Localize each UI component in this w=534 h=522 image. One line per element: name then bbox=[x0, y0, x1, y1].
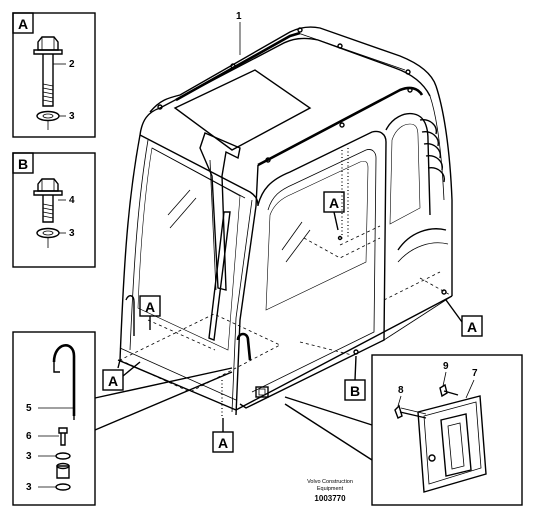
door-handle-plate-icon bbox=[417, 395, 487, 493]
inset-b-frame bbox=[12, 152, 96, 268]
washer-icon bbox=[55, 483, 71, 491]
ref-a-left-bottom: A bbox=[102, 361, 141, 391]
callout-2: 2 bbox=[69, 59, 75, 70]
ref-a-rear: A bbox=[445, 299, 483, 337]
bolt-head-icon bbox=[37, 178, 59, 192]
inset-handle-bar: 5 6 3 3 bbox=[12, 331, 233, 506]
ref-a-center: A bbox=[212, 418, 234, 453]
windshield bbox=[137, 147, 241, 351]
door-handle-grip bbox=[440, 413, 472, 477]
callout-4: 4 bbox=[69, 195, 75, 206]
roof-hatch bbox=[173, 69, 312, 151]
inset-door-handle: 8 9 7 bbox=[284, 354, 523, 506]
washer-icon bbox=[36, 227, 60, 239]
svg-text:B: B bbox=[350, 383, 360, 399]
handle-pin-icon bbox=[439, 383, 448, 398]
callout-1: 1 bbox=[236, 11, 242, 22]
screw-icon bbox=[58, 427, 68, 434]
callout-3-inset-b: 3 bbox=[69, 228, 75, 239]
callout-5: 5 bbox=[26, 403, 32, 414]
callout-6: 6 bbox=[26, 431, 32, 442]
rear-side-window bbox=[389, 123, 421, 225]
handle-screw-icon bbox=[394, 404, 403, 419]
inset-handle-frame bbox=[12, 331, 96, 506]
cab-handle-bar bbox=[236, 332, 252, 361]
bolt-shank bbox=[42, 195, 54, 223]
handle-bar-icon bbox=[52, 344, 76, 416]
drawing-id: 1003770 bbox=[314, 494, 346, 503]
wiper-blade bbox=[208, 211, 231, 341]
svg-text:A: A bbox=[108, 373, 118, 389]
inset-a-label-box bbox=[12, 12, 34, 34]
callout-8: 8 bbox=[398, 385, 404, 396]
bolt-head-icon bbox=[37, 36, 59, 51]
inset-a-frame bbox=[12, 12, 96, 138]
operator-cab bbox=[117, 26, 453, 418]
footer-line2: Equipment bbox=[317, 486, 344, 492]
bolt-shank bbox=[42, 54, 54, 107]
washer-icon bbox=[55, 452, 71, 460]
inset-a-letter: A bbox=[18, 16, 28, 32]
svg-text:A: A bbox=[145, 299, 155, 315]
ref-b: B bbox=[344, 355, 366, 401]
callout-3-handle-b: 3 bbox=[26, 482, 32, 493]
svg-text:A: A bbox=[467, 319, 477, 335]
inset-b-bolt: B 4 3 bbox=[12, 152, 96, 268]
ref-a-left-top: A bbox=[139, 295, 161, 330]
door-window bbox=[265, 160, 369, 311]
callout-9: 9 bbox=[443, 361, 449, 372]
callout-7: 7 bbox=[472, 368, 478, 379]
spacer-icon bbox=[56, 465, 70, 479]
inset-a-bolt: A 2 3 bbox=[12, 12, 96, 138]
inset-door-handle-frame bbox=[371, 354, 523, 506]
inset-b-letter: B bbox=[18, 156, 28, 172]
footer-line1: Volvo Construction bbox=[307, 479, 353, 485]
callout-3-inset-a: 3 bbox=[69, 111, 75, 122]
svg-text:A: A bbox=[218, 435, 228, 451]
callout-3-handle-a: 3 bbox=[26, 451, 32, 462]
wiper-arm bbox=[199, 132, 241, 291]
svg-text:A: A bbox=[329, 195, 339, 211]
cab-door-handle bbox=[255, 386, 269, 398]
washer-icon bbox=[36, 110, 60, 122]
ref-a-inside: A bbox=[323, 191, 345, 231]
